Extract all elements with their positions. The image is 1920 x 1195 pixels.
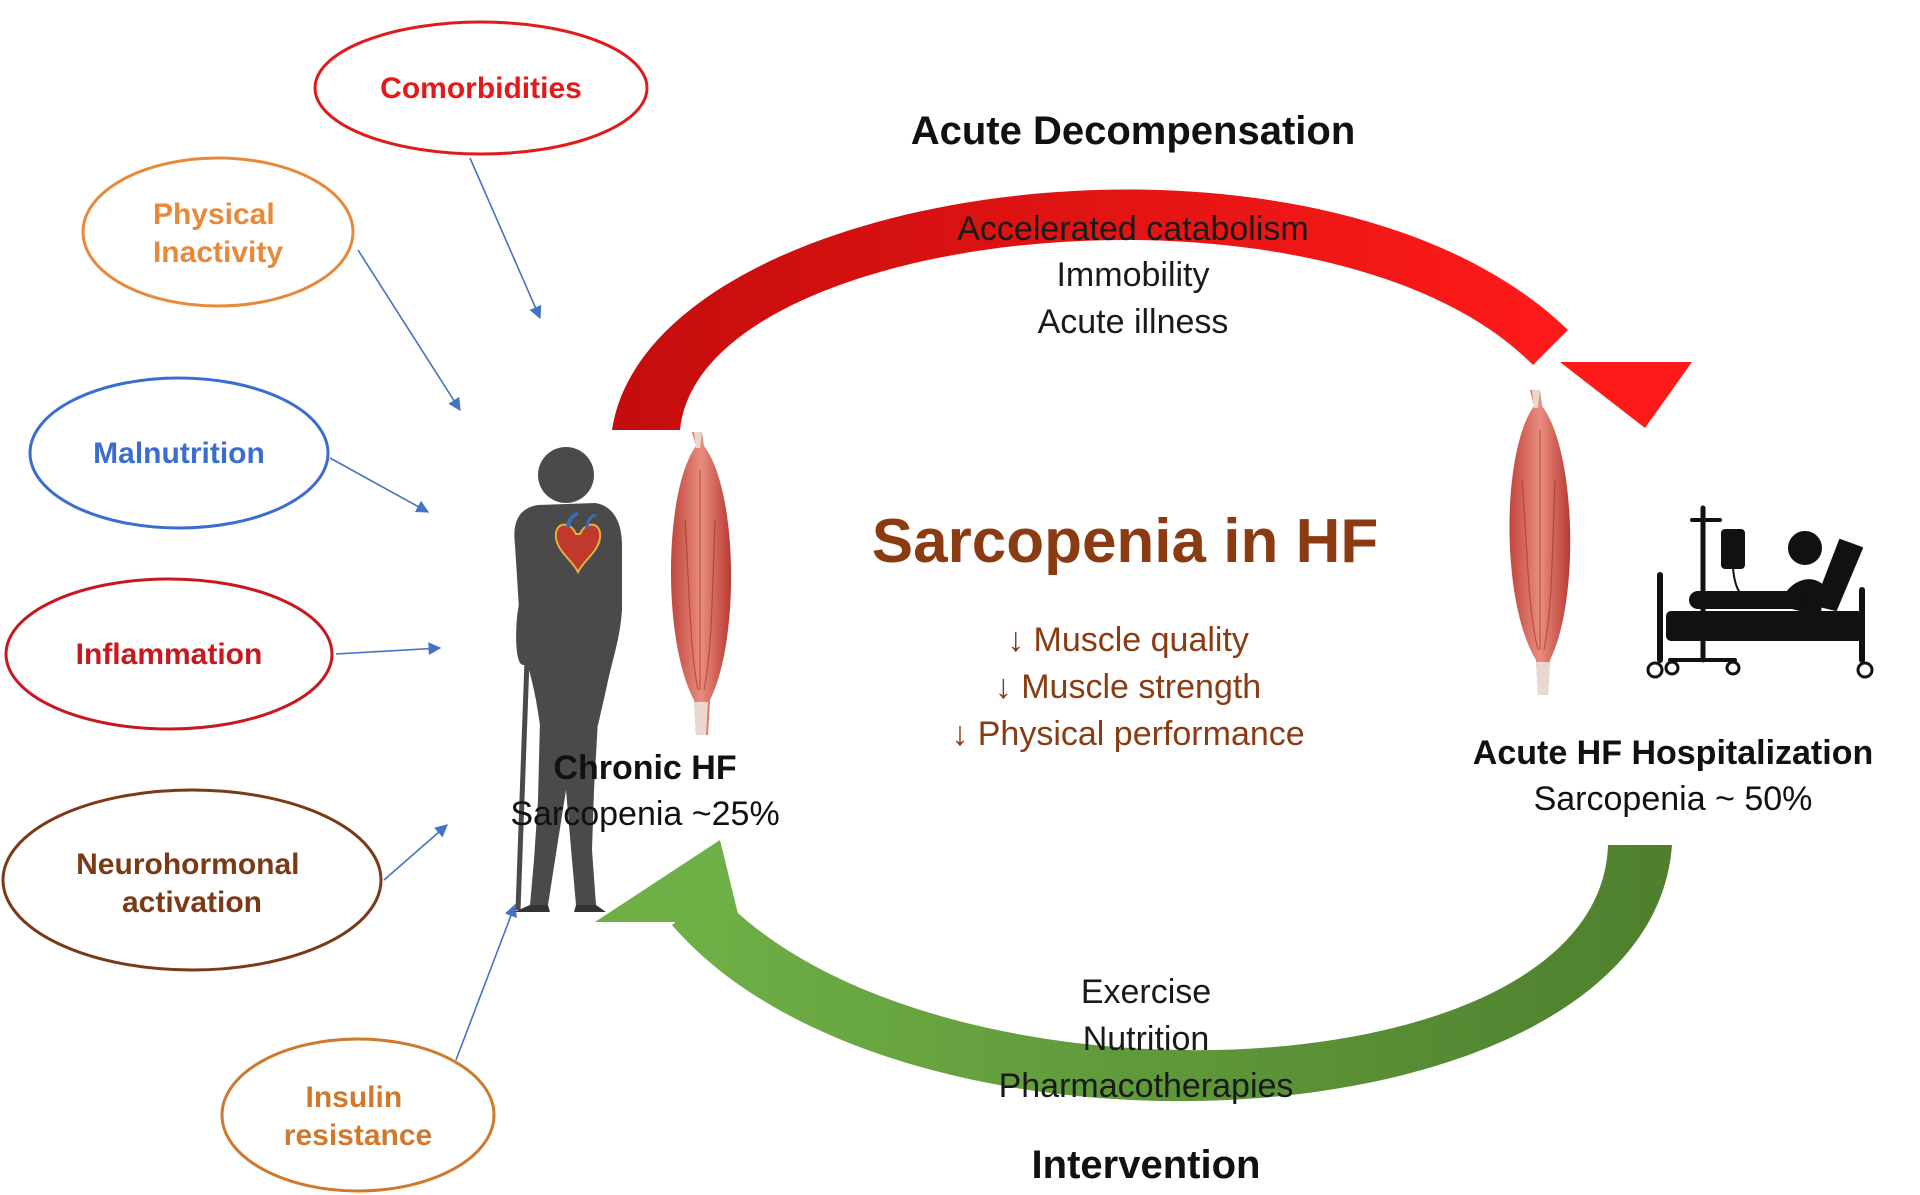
muscle-icon <box>1509 390 1571 695</box>
svg-text:Inflammation: Inflammation <box>76 638 263 671</box>
factor-physical-inactivity: Physical Inactivity <box>81 156 355 308</box>
muscle-icon <box>670 432 732 735</box>
effect-item: ↓ Muscle strength <box>995 668 1261 706</box>
factor-neurohormonal-activation: Neurohormonal activation <box>1 788 383 972</box>
factor-physical-inactivity-label-1: Physical <box>153 198 275 231</box>
factor-comorbidities-label: Comorbidities <box>380 72 582 105</box>
factor-comorbidities: Comorbidities <box>313 20 649 156</box>
factor-neurohormonal-label-1: Neurohormonal <box>76 848 299 881</box>
chronic-hf-title: Chronic HF <box>553 749 736 787</box>
pointer-neurohormonal <box>383 824 448 881</box>
factor-insulin-resistance: Insulin resistance <box>220 1037 496 1193</box>
svg-text:Physical Inactivity: Physical Inactivity <box>153 198 283 269</box>
pointer-insulin <box>455 903 517 1061</box>
acute-hf-subtitle: Sarcopenia ~ 50% <box>1534 780 1813 818</box>
svg-text:Comorbidities: Comorbidities <box>380 72 582 105</box>
factor-malnutrition: Malnutrition <box>28 376 330 530</box>
factor-pointer-arrows <box>329 157 542 1061</box>
pointer-inflammation <box>335 642 442 656</box>
decompensation-arrow <box>612 189 1692 430</box>
heart-icon <box>554 512 602 575</box>
factor-physical-inactivity-label-2: Inactivity <box>153 236 283 269</box>
intervention-item: Pharmacotherapies <box>999 1067 1294 1105</box>
factor-inflammation: Inflammation <box>4 577 334 731</box>
intervention-item: Nutrition <box>1083 1020 1210 1058</box>
intervention-item: Exercise <box>1081 973 1211 1011</box>
intervention-arrow <box>595 840 1672 1102</box>
factor-insulin-label-2: resistance <box>284 1119 432 1152</box>
center-title: Sarcopenia in HF <box>872 507 1378 576</box>
decompensation-item: Accelerated catabolism <box>957 210 1309 248</box>
factor-inflammation-label: Inflammation <box>76 638 263 671</box>
factor-malnutrition-label: Malnutrition <box>93 437 265 470</box>
factor-neurohormonal-label-2: activation <box>122 886 262 919</box>
pointer-comorbidities <box>469 157 542 320</box>
hospital-bed-patient-icon <box>1646 505 1874 679</box>
pointer-physical-inactivity <box>357 249 461 412</box>
decompensation-item: Immobility <box>1056 256 1209 294</box>
svg-text:Insulin resistance: Insulin resistance <box>284 1081 432 1152</box>
svg-text:Malnutrition: Malnutrition <box>93 437 265 470</box>
svg-text:Neurohormonal activation: Neurohormonal activation <box>76 848 308 919</box>
decompensation-heading: Acute Decompensation <box>911 109 1356 153</box>
pointer-malnutrition <box>329 457 430 513</box>
factor-insulin-label-1: Insulin <box>305 1081 402 1114</box>
effect-item: ↓ Muscle quality <box>1007 621 1249 659</box>
decompensation-item: Acute illness <box>1038 303 1229 341</box>
chronic-hf-subtitle: Sarcopenia ~25% <box>510 795 779 833</box>
effect-item: ↓ Physical performance <box>951 715 1304 753</box>
acute-hf-title: Acute HF Hospitalization <box>1473 734 1873 772</box>
intervention-heading: Intervention <box>1032 1143 1261 1187</box>
elderly-person-with-cane-icon <box>514 447 622 912</box>
